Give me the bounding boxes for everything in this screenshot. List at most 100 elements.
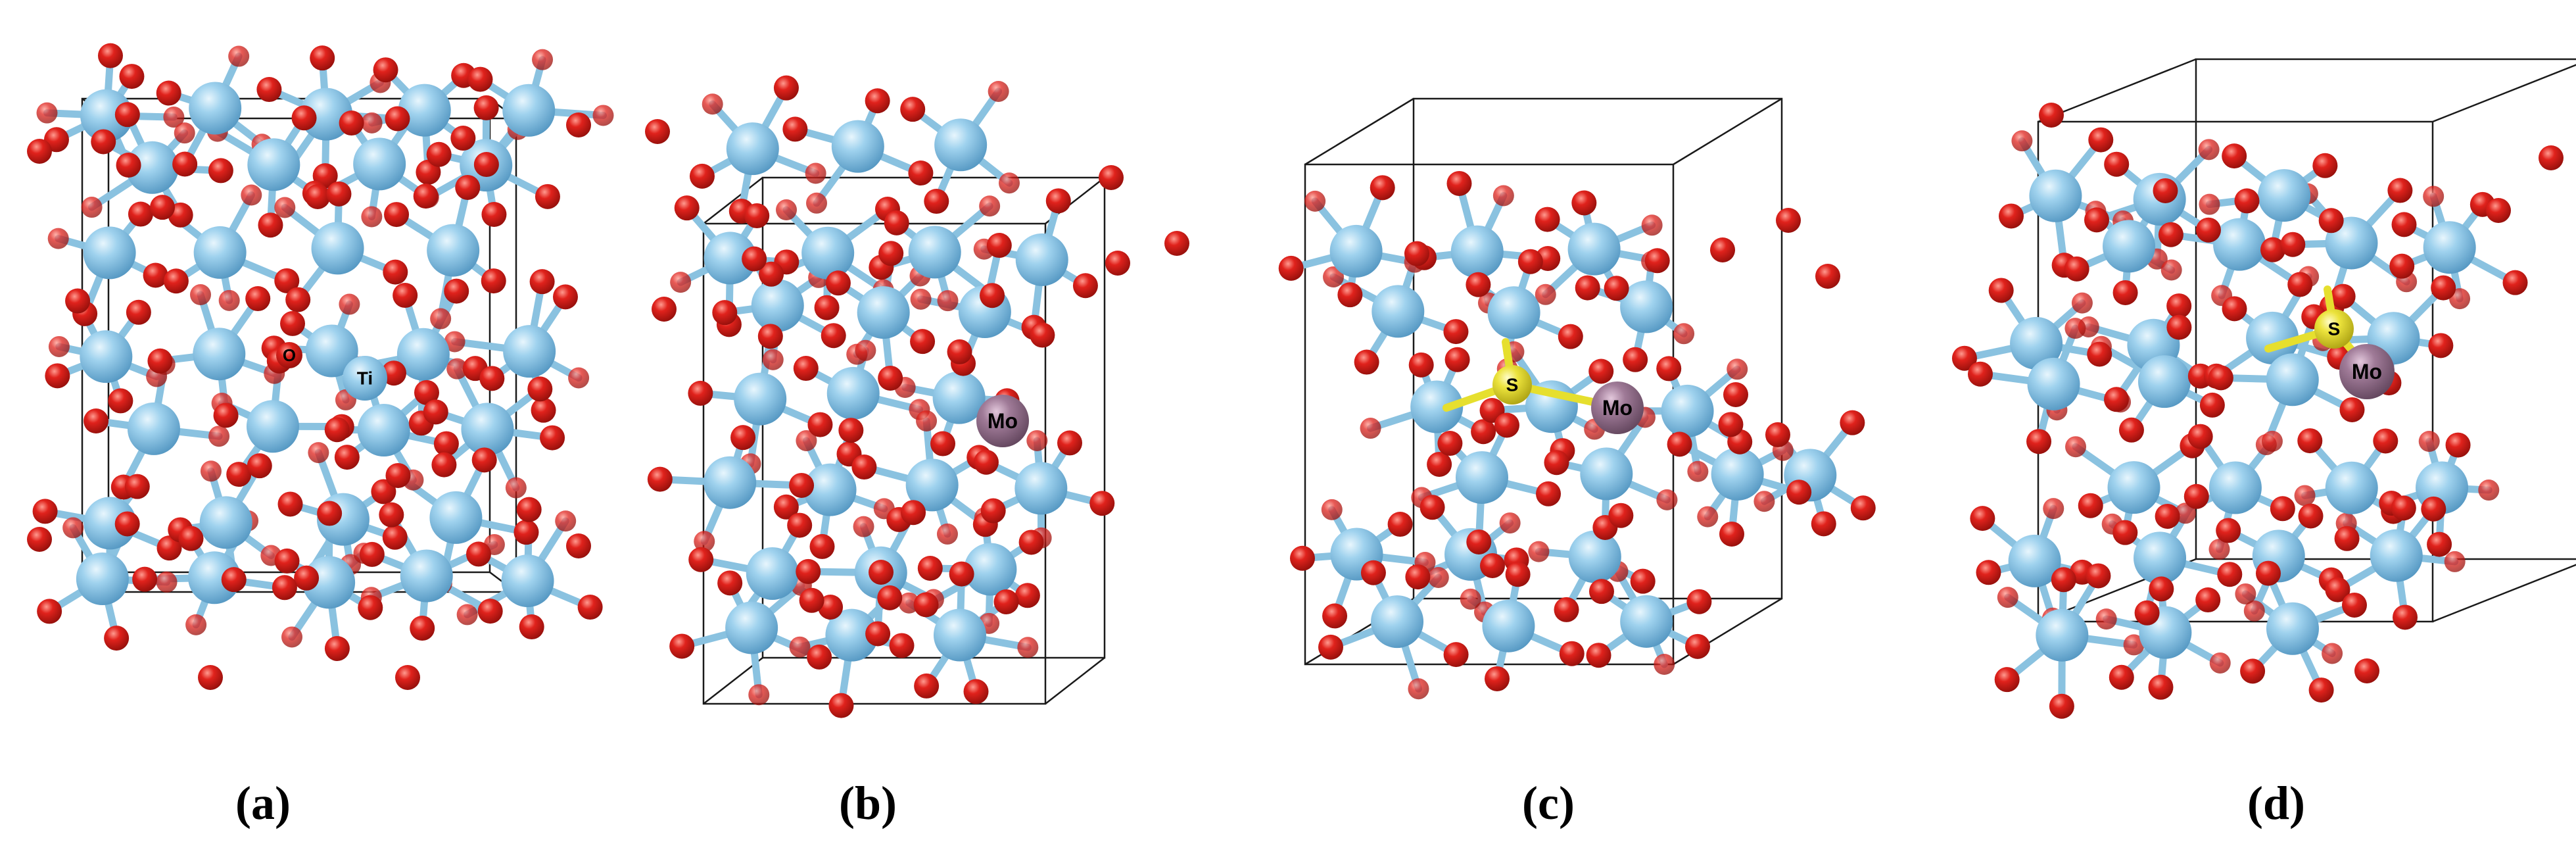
oxygen-atom xyxy=(793,356,819,381)
oxygen-atom xyxy=(799,587,824,613)
oxygen-atom xyxy=(1354,349,1379,375)
oxygen-atom xyxy=(1586,643,1611,668)
oxygen-atom xyxy=(2087,341,2112,367)
oxygen-atom xyxy=(828,693,854,718)
titanium-atom xyxy=(1014,462,1068,515)
oxygen-atom xyxy=(838,418,864,443)
oxygen-atom xyxy=(2166,314,2192,340)
oxygen-atom xyxy=(2444,551,2466,572)
oxygen-atom xyxy=(456,604,478,626)
oxygen-atom xyxy=(247,453,272,479)
oxygen-atom xyxy=(869,560,894,585)
panel-a-structure: O Ti xyxy=(27,43,614,690)
oxygen-atom xyxy=(481,268,506,294)
oxygen-atom xyxy=(383,259,408,285)
svg-text:S: S xyxy=(2328,319,2341,339)
oxygen-atom xyxy=(744,203,770,229)
oxygen-atom xyxy=(878,365,903,391)
oxygen-atom xyxy=(185,614,207,635)
oxygen-atom xyxy=(516,497,542,522)
oxygen-atom xyxy=(505,477,527,499)
oxygen-atom xyxy=(2318,208,2344,234)
oxygen-atom xyxy=(2260,237,2286,262)
oxygen-atom xyxy=(1718,412,1744,437)
panel-label-a: (a) xyxy=(235,777,291,829)
oxygen-atom xyxy=(1408,678,1429,700)
titanium-atom xyxy=(2266,602,2319,655)
oxygen-atom xyxy=(156,80,181,106)
oxygen-atom xyxy=(124,474,150,499)
oxygen-atom xyxy=(1719,521,1744,547)
oxygen-atom xyxy=(2112,520,2138,545)
molybdenum-atom: Mo xyxy=(1591,381,1644,434)
oxygen-atom xyxy=(281,626,303,648)
oxygen-atom xyxy=(762,349,784,370)
oxygen-atom xyxy=(963,679,989,704)
oxygen-atom xyxy=(759,261,784,287)
titanium-atom xyxy=(83,497,137,550)
oxygen-atom xyxy=(513,520,539,545)
oxygen-atom xyxy=(479,366,505,391)
oxygen-atom xyxy=(910,329,936,355)
oxygen-atom xyxy=(2240,658,2266,684)
oxygen-atom xyxy=(855,339,876,361)
oxygen-atom xyxy=(373,57,398,83)
oxygen-atom xyxy=(1446,170,1472,196)
titanium-atom-labeled: Ti xyxy=(343,356,387,401)
oxygen-atom xyxy=(2216,518,2241,543)
oxygen-atom xyxy=(97,43,123,68)
oxygen-atom xyxy=(317,501,343,526)
oxygen-atom xyxy=(877,585,903,610)
oxygen-atom-labeled: O xyxy=(276,342,302,368)
oxygen-atom xyxy=(324,635,350,661)
oxygen-atom xyxy=(2339,397,2365,422)
oxygen-atom xyxy=(126,299,151,325)
titanium-atom xyxy=(704,232,757,285)
oxygen-atom xyxy=(444,331,465,353)
oxygen-atom xyxy=(1499,512,1521,534)
oxygen-atom xyxy=(27,527,52,552)
oxygen-atom xyxy=(2235,583,2256,604)
titanium-atom xyxy=(2258,169,2311,222)
oxygen-atom xyxy=(806,192,828,214)
titanium-atom xyxy=(1487,286,1540,339)
oxygen-atom xyxy=(865,88,890,114)
oxygen-atom xyxy=(2088,127,2114,153)
titanium-atom xyxy=(2103,220,2156,273)
oxygen-atom xyxy=(2064,318,2086,339)
oxygen-atom xyxy=(228,45,250,67)
oxygen-atom xyxy=(878,241,904,266)
oxygen-atom xyxy=(2222,296,2247,322)
oxygen-atom xyxy=(2071,292,2093,314)
oxygen-atom xyxy=(1387,512,1413,537)
oxygen-atom xyxy=(190,284,212,306)
oxygen-atom xyxy=(712,300,738,326)
panel-c-structure: SMo xyxy=(1278,97,1876,700)
oxygen-atom xyxy=(47,228,69,249)
oxygen-atom xyxy=(1723,382,1748,407)
oxygen-atom xyxy=(2051,567,2076,593)
oxygen-atom xyxy=(1099,165,1124,190)
titanium-atom xyxy=(2213,218,2266,271)
oxygen-atom xyxy=(1321,499,1343,520)
titanium-atom xyxy=(1450,225,1504,278)
oxygen-atom xyxy=(1850,495,1876,521)
titanium-atom xyxy=(2107,461,2160,514)
ti-o-bonds xyxy=(656,84,1106,710)
titanium-atom xyxy=(1371,595,1424,649)
oxygen-atom xyxy=(62,517,84,539)
oxygen-atom xyxy=(1471,419,1496,445)
titanium-atom xyxy=(1015,233,1068,286)
oxygen-atom xyxy=(1404,241,1429,266)
oxygen-atom xyxy=(776,199,798,221)
oxygen-atom xyxy=(535,184,560,209)
titanium-atom xyxy=(353,137,406,191)
titanium-atom xyxy=(247,138,300,191)
oxygen-atom xyxy=(1686,589,1712,614)
oxygen-atom xyxy=(1045,188,1071,214)
titanium-atom xyxy=(1620,280,1673,333)
oxygen-atom xyxy=(361,112,383,134)
oxygen-atom xyxy=(647,466,673,492)
oxygen-atom xyxy=(2104,151,2130,177)
oxygen-atom xyxy=(2243,600,2265,622)
